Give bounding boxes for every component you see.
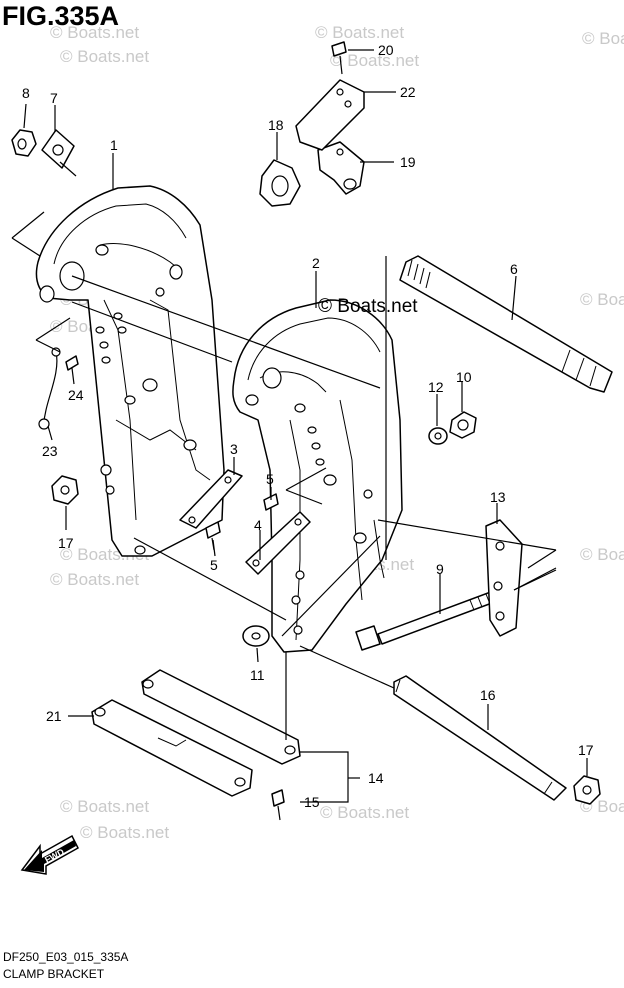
callout-5: 5 xyxy=(210,557,218,573)
callout-23: 23 xyxy=(42,443,58,459)
watermark: © Boats.net xyxy=(50,570,139,589)
callout-22: 22 xyxy=(400,84,416,100)
callout-10: 10 xyxy=(456,369,472,385)
callout-9: 9 xyxy=(436,561,444,577)
clamp-shaft xyxy=(399,255,613,393)
nut xyxy=(449,411,477,439)
nut xyxy=(573,775,601,805)
callout-15: 15 xyxy=(304,794,320,810)
callout-2: 2 xyxy=(312,255,320,271)
ground-cable xyxy=(38,347,79,430)
watermark: © Boats.net xyxy=(582,29,624,48)
callout-7: 7 xyxy=(50,90,58,106)
cover-plate-top xyxy=(295,79,365,151)
callout-18: 18 xyxy=(268,117,284,133)
callout-17: 17 xyxy=(58,535,74,551)
callout-19: 19 xyxy=(400,154,416,170)
callout-14: 14 xyxy=(368,770,384,786)
nut xyxy=(11,129,37,157)
callout-1: 1 xyxy=(110,137,118,153)
clamp-bracket-left xyxy=(35,185,225,557)
slide-plate xyxy=(179,469,243,529)
clamp-bracket-right xyxy=(232,299,403,653)
bushing xyxy=(259,159,301,207)
watermark: © Boats.net xyxy=(315,23,404,42)
leader-lines xyxy=(11,49,588,803)
pad xyxy=(141,669,301,765)
figure-name: CLAMP BRACKET xyxy=(3,967,105,981)
watermark: © Boats.net xyxy=(60,797,149,816)
callout-4: 4 xyxy=(254,517,262,533)
callout-17: 17 xyxy=(578,742,594,758)
callout-3: 3 xyxy=(230,441,238,457)
long-bolt xyxy=(393,675,567,801)
bolt xyxy=(355,589,501,651)
callout-11: 11 xyxy=(250,667,265,683)
callout-8: 8 xyxy=(22,85,30,101)
screw xyxy=(271,789,285,821)
watermark: © Boats.net xyxy=(330,51,419,70)
watermark-large: © Boats.net xyxy=(318,296,418,317)
watermark: © Boats.net xyxy=(580,545,624,564)
callout-21: 21 xyxy=(46,708,62,724)
mount-bracket xyxy=(317,141,365,195)
watermark: © Boats.net xyxy=(50,23,139,42)
washer xyxy=(242,625,270,647)
cover-plate xyxy=(41,129,77,177)
callout-24: 24 xyxy=(68,387,84,403)
callout-13: 13 xyxy=(490,489,506,505)
screw xyxy=(263,493,279,511)
watermark: © Boats.net xyxy=(60,47,149,66)
watermarks: © Boats.net © Boats.net © Boats.net © Bo… xyxy=(50,23,624,842)
callout-5: 5 xyxy=(266,471,274,487)
watermark: © Boats.net xyxy=(580,290,624,309)
callout-16: 16 xyxy=(480,687,496,703)
slide-plate-2 xyxy=(245,511,311,575)
nut xyxy=(51,475,79,505)
washer xyxy=(428,427,448,445)
callout-20: 20 xyxy=(378,42,394,58)
callout-12: 12 xyxy=(428,379,444,395)
figure-title: FIG.335A xyxy=(2,1,120,31)
fwd-arrow-icon: FWD xyxy=(20,834,79,875)
bracket-plate xyxy=(485,519,523,637)
watermark: © Boats.net xyxy=(320,803,409,822)
watermark: © Boats.net xyxy=(80,823,169,842)
small-bolt xyxy=(331,41,347,75)
callout-labels: 1 2 3 4 5 5 6 7 8 9 10 11 12 13 14 15 16… xyxy=(22,42,594,810)
callout-6: 6 xyxy=(510,261,518,277)
figure-code: DF250_E03_015_335A xyxy=(3,950,129,964)
screw xyxy=(205,521,221,551)
pad xyxy=(91,699,253,797)
